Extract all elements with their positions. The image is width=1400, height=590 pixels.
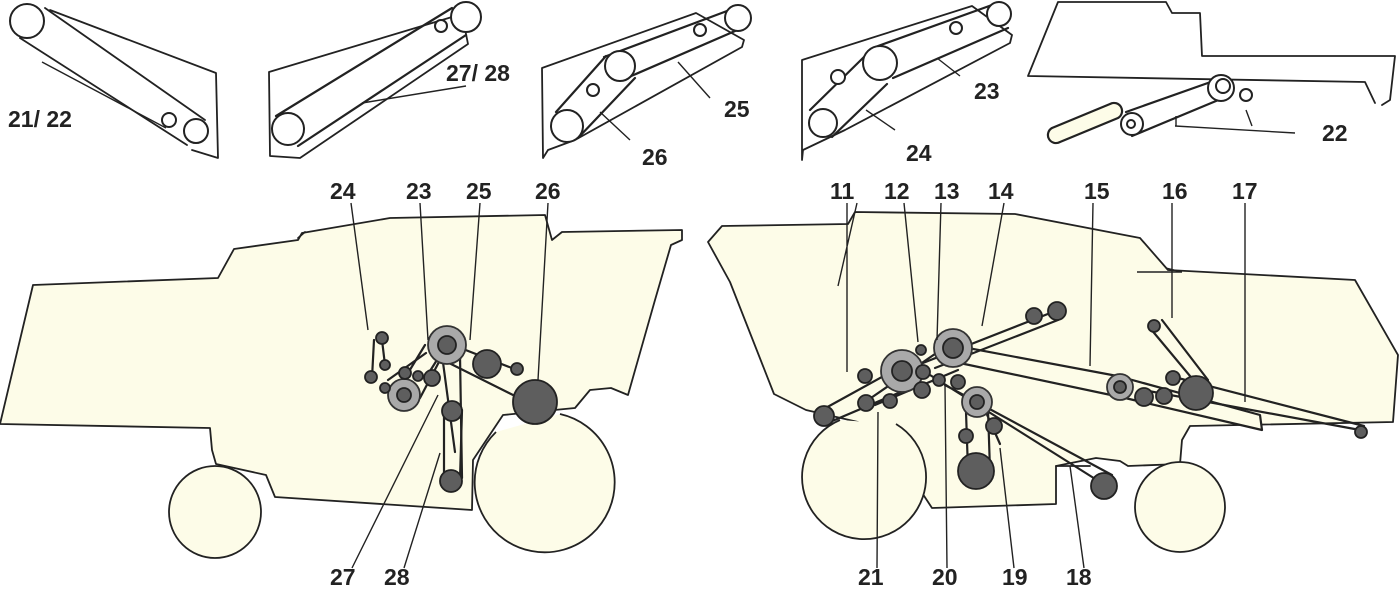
label-23: 23 — [406, 178, 432, 204]
left-machine-side-view — [0, 202, 683, 569]
label-22-detail: 22 — [1322, 120, 1348, 146]
label-24-detail: 24 — [906, 140, 932, 166]
label-26-detail: 26 — [642, 144, 668, 170]
label-13: 13 — [934, 178, 960, 204]
label-24: 24 — [330, 178, 356, 204]
label-27: 27 — [330, 564, 356, 590]
label-16: 16 — [1162, 178, 1188, 204]
label-18: 18 — [1066, 564, 1092, 590]
label-20: 20 — [932, 564, 958, 590]
label-19: 19 — [1002, 564, 1028, 590]
label-17: 17 — [1232, 178, 1258, 204]
label-23-detail: 23 — [974, 78, 1000, 104]
label-27-28-detail: 27/ 28 — [446, 60, 510, 86]
label-11: 11 — [830, 178, 855, 204]
label-25: 25 — [466, 178, 492, 204]
label-21: 21 — [858, 564, 884, 590]
label-14: 14 — [988, 178, 1014, 204]
detail-panel-23-24 — [801, 1, 1013, 161]
detail-panel-27-28 — [268, 1, 482, 159]
detail-panel-25-26 — [541, 4, 752, 159]
label-21-22-detail: 21/ 22 — [8, 106, 72, 132]
detail-panel-22 — [1027, 1, 1396, 145]
detail-panel-21-22 — [9, 3, 219, 159]
label-12: 12 — [884, 178, 910, 204]
label-15: 15 — [1084, 178, 1110, 204]
right-machine-side-view — [707, 202, 1399, 569]
label-25-detail: 25 — [724, 96, 750, 122]
label-26: 26 — [535, 178, 561, 204]
label-28: 28 — [384, 564, 410, 590]
